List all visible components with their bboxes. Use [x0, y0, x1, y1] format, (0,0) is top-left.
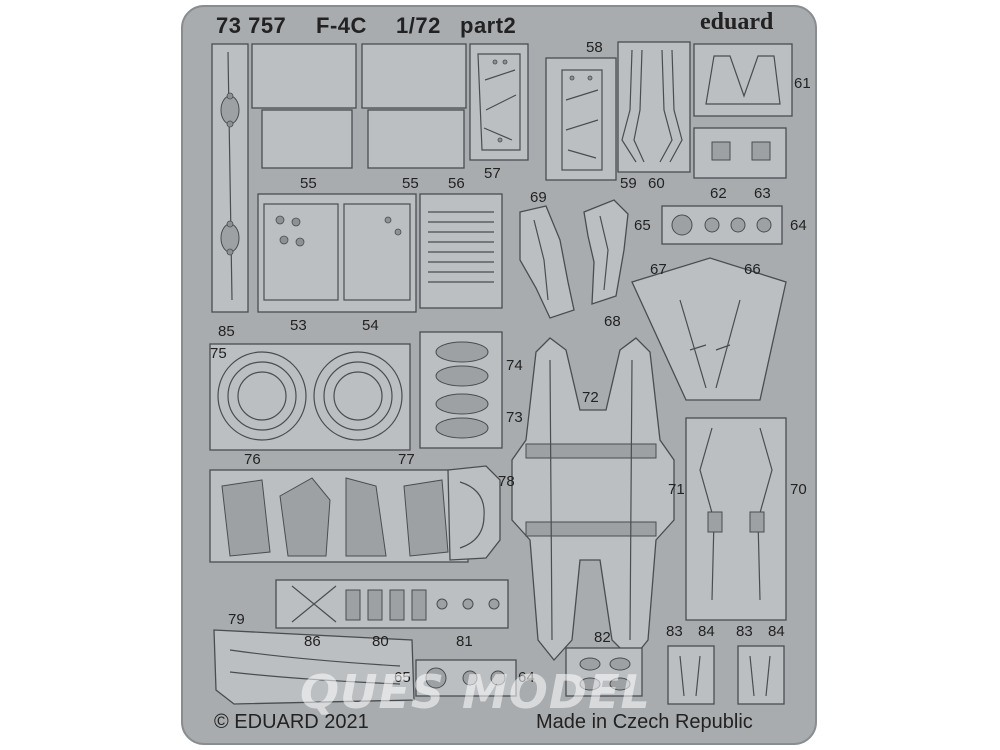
label-75: 75 — [210, 345, 227, 362]
label-68: 68 — [604, 313, 621, 330]
label-67: 67 — [650, 261, 667, 278]
label-65a: 65 — [634, 217, 651, 234]
part-55-left — [251, 43, 357, 169]
watermark: QUES MODEL — [300, 665, 651, 719]
part-72 — [511, 337, 675, 662]
label-73: 73 — [506, 409, 523, 426]
part-59-60 — [617, 41, 691, 173]
set-number: 73 757 — [216, 13, 287, 38]
scale: 1/72 — [396, 13, 441, 38]
label-79: 79 — [228, 611, 245, 628]
label-86: 86 — [304, 633, 321, 650]
label-84a: 84 — [698, 623, 715, 640]
part-64-65-bottom — [415, 659, 517, 697]
model-name: F-4C — [316, 13, 367, 38]
label-56: 56 — [448, 175, 465, 192]
part-55-right — [361, 43, 467, 169]
label-83b: 83 — [736, 623, 753, 640]
brand-logo: eduard — [700, 9, 774, 35]
label-57: 57 — [484, 165, 501, 182]
label-82: 82 — [594, 629, 611, 646]
part-85 — [211, 43, 249, 313]
part-64-65 — [661, 205, 783, 245]
label-65b: 65 — [394, 669, 411, 686]
part-73-74 — [419, 331, 503, 449]
part-82 — [565, 647, 643, 697]
part-70-71 — [685, 417, 787, 621]
part-62-63 — [693, 127, 787, 179]
label-85: 85 — [218, 323, 235, 340]
copyright: © EDUARD 2021 — [214, 711, 369, 733]
origin: Made in Czech Republic — [536, 711, 753, 733]
part-56 — [419, 193, 503, 309]
label-77: 77 — [398, 451, 415, 468]
part-80-81-86 — [275, 579, 509, 629]
label-66: 66 — [744, 261, 761, 278]
part-61 — [693, 43, 793, 117]
label-58: 58 — [586, 39, 603, 56]
part-53-54 — [257, 193, 417, 313]
part-66-67 — [631, 257, 787, 401]
label-62: 62 — [710, 185, 727, 202]
label-80: 80 — [372, 633, 389, 650]
part-78 — [447, 465, 501, 561]
part-75 — [209, 343, 411, 451]
label-59: 59 — [620, 175, 637, 192]
part-69 — [519, 205, 575, 319]
label-63: 63 — [754, 185, 771, 202]
label-78: 78 — [498, 473, 515, 490]
label-71: 71 — [668, 481, 685, 498]
part-number: part2 — [460, 13, 517, 38]
part-57 — [469, 43, 529, 161]
part-68 — [583, 199, 629, 305]
label-64a: 64 — [790, 217, 807, 234]
label-54: 54 — [362, 317, 379, 334]
part-76-77 — [209, 469, 469, 563]
part-58 — [545, 57, 617, 181]
label-72: 72 — [582, 389, 599, 406]
label-76: 76 — [244, 451, 261, 468]
label-70: 70 — [790, 481, 807, 498]
label-81: 81 — [456, 633, 473, 650]
label-61: 61 — [794, 75, 811, 92]
label-55a: 55 — [300, 175, 317, 192]
label-60: 60 — [648, 175, 665, 192]
label-55b: 55 — [402, 175, 419, 192]
label-74: 74 — [506, 357, 523, 374]
label-69: 69 — [530, 189, 547, 206]
part-83-84 — [667, 645, 785, 705]
part-79 — [213, 629, 415, 705]
label-53: 53 — [290, 317, 307, 334]
label-83a: 83 — [666, 623, 683, 640]
label-84b: 84 — [768, 623, 785, 640]
label-64b: 64 — [518, 669, 535, 686]
